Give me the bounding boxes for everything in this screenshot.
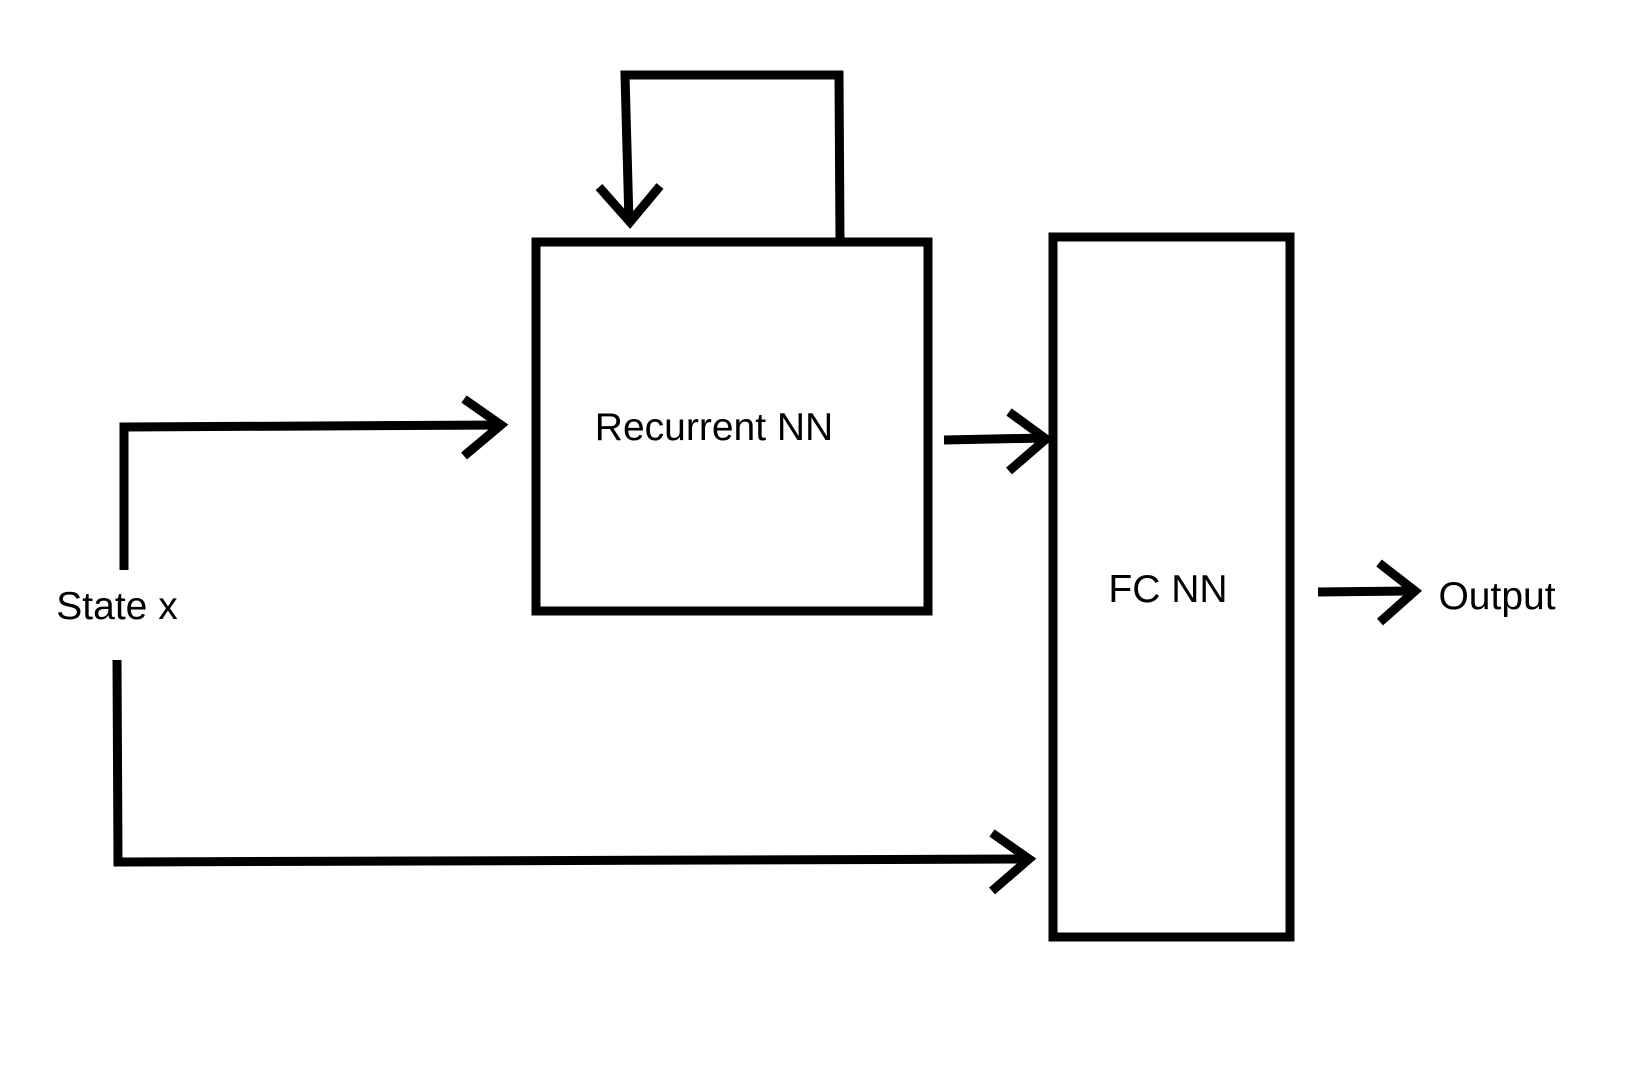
state-x-label: State x	[56, 585, 178, 628]
rnn-self-loop-arrow	[595, 70, 845, 242]
state-to-fc-arrowhead	[989, 829, 1037, 895]
state-to-rnn-arrowhead	[461, 395, 509, 460]
state-to-rnn-arrow	[119, 395, 509, 570]
output-label: Output	[1438, 575, 1555, 618]
rnn-to-fc-line	[943, 433, 1046, 445]
fc-to-output-arrow	[1317, 559, 1423, 626]
state-to-fc-line	[112, 659, 1029, 867]
fc-nn-label: FC NN	[1108, 568, 1227, 611]
rnn-self-loop-arrowhead	[595, 183, 664, 229]
state-to-rnn-line	[119, 420, 504, 570]
rnn-to-fc-arrow	[943, 408, 1054, 475]
fc-nn-block	[1048, 232, 1295, 942]
recurrent-nn-block	[531, 237, 933, 616]
recurrent-nn-label: Recurrent NN	[595, 406, 833, 449]
rnn-self-loop-line	[620, 70, 845, 242]
rnn-to-fc-arrowhead	[1006, 408, 1054, 475]
fc-to-output-arrowhead	[1376, 559, 1423, 626]
state-to-fc-arrow	[112, 659, 1037, 895]
fc-to-output-line	[1317, 586, 1413, 597]
